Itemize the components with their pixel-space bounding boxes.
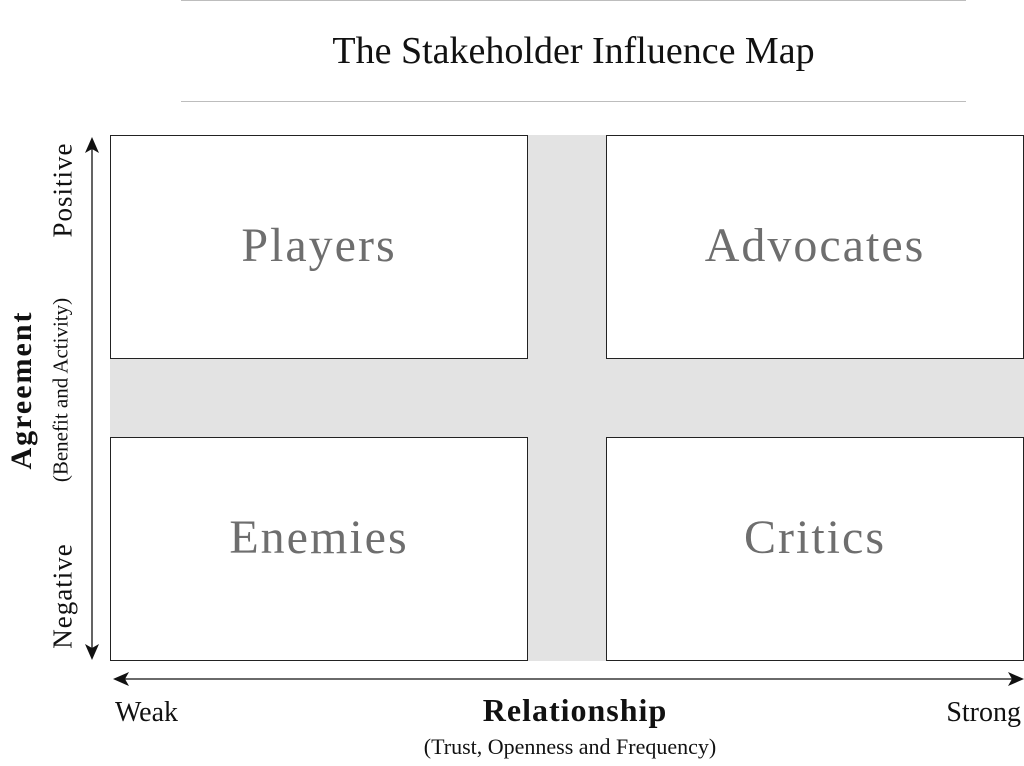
y-axis-low-label: Negative (47, 543, 78, 649)
quadrant-enemies: Enemies (110, 437, 528, 661)
x-axis-high-label: Strong (946, 697, 1021, 728)
quadrant-label-advocates: Advocates (704, 219, 926, 272)
quadrant-label-players: Players (241, 219, 397, 272)
x-axis-title: Relationship (482, 692, 668, 728)
title-top-rule (181, 0, 966, 1)
influence-matrix: Players Advocates Enemies Critics (110, 135, 1024, 661)
x-axis-arrow (113, 672, 1024, 686)
quadrant-advocates: Advocates (606, 135, 1024, 359)
x-axis-subtitle: (Trust, Openness and Frequency) (423, 734, 717, 759)
y-axis-subtitle: (Benefit and Activity) (48, 297, 73, 483)
quadrant-label-enemies: Enemies (229, 511, 409, 564)
title-bottom-rule (181, 101, 966, 102)
diagram-title: The Stakeholder Influence Map (332, 30, 815, 72)
y-axis-arrow (85, 137, 99, 660)
horizontal-divider-band (110, 359, 1024, 437)
y-axis-high-label: Positive (47, 142, 78, 238)
quadrant-players: Players (110, 135, 528, 359)
quadrant-critics: Critics (606, 437, 1024, 661)
x-axis-low-label: Weak (115, 697, 179, 728)
y-axis-title: Agreement (5, 310, 38, 470)
quadrant-label-critics: Critics (744, 511, 886, 564)
